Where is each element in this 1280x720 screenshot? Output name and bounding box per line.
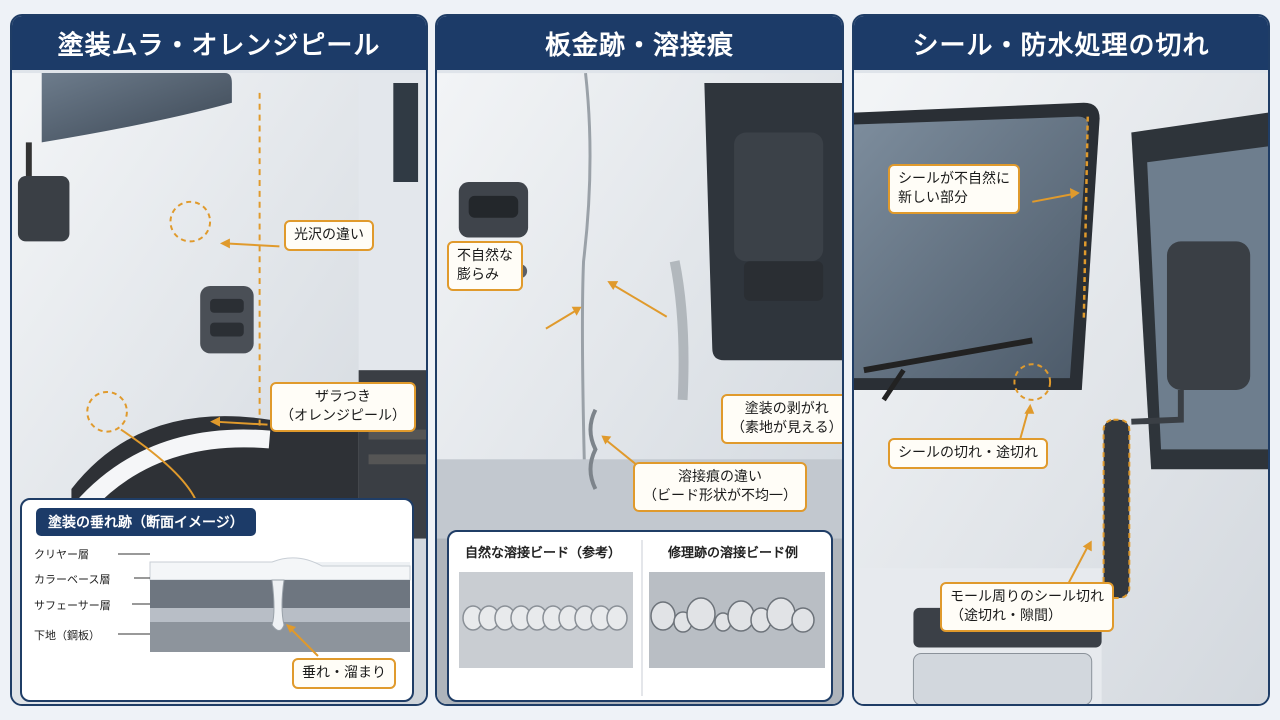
callout-unnatural-bulge: 不自然な 膨らみ (447, 241, 523, 291)
callout-weld-difference: 溶接痕の違い （ビード形状が不均一） (633, 462, 807, 512)
callout-gloss-difference: 光沢の違い (284, 220, 374, 251)
panel-paint-unevenness: 塗装ムラ・オレンジピール (10, 14, 428, 706)
callout-seal-cut: シールの切れ・途切れ (888, 438, 1048, 469)
cross-section-diagram (118, 553, 411, 657)
callout-new-seal: シールが不自然に 新しい部分 (888, 164, 1020, 214)
natural-weld-title: 自然な溶接ビード（参考） (464, 546, 621, 561)
panel-seal-waterproofing: シール・防水処理の切れ (852, 14, 1270, 706)
inset-weld-bead-comparison: 自然な溶接ビード（参考） 修理跡の溶接ビード例 (447, 530, 833, 702)
callout-orange-peel: ザラつき （オレンジピール） (270, 382, 416, 432)
layer-steel-base: 下地（鋼板） (34, 629, 100, 642)
layer-base-color: カラーベース層 (34, 573, 111, 586)
callout-molding-seal-gap: モール周りのシール切れ （途切れ・隙間） (940, 582, 1114, 632)
panel-title: 板金跡・溶接痕 (437, 16, 842, 70)
layer-clear-coat: クリヤー層 (34, 548, 89, 561)
callout-sag-pool: 垂れ・溜まり (292, 658, 396, 689)
callout-paint-peeling: 塗装の剥がれ （素地が見える） (721, 394, 842, 444)
natural-weld-bead (462, 605, 628, 631)
inset-paint-sag-cross-section: 塗装の垂れ跡（断面イメージ） クリヤー層 カラーベース層 サフェーサー層 下地（… (20, 498, 414, 702)
repair-weld-bead (650, 597, 815, 633)
layer-surfacer: サフェーサー層 (34, 599, 111, 612)
panel-title: シール・防水処理の切れ (854, 16, 1268, 70)
repair-weld-title: 修理跡の溶接ビード例 (667, 546, 798, 561)
weld-bead-images (459, 540, 825, 696)
panel-sheet-metal-weld: 板金跡・溶接痕 不自然な 膨らみ (435, 14, 844, 706)
inset-title: 塗装の垂れ跡（断面イメージ） (36, 508, 256, 536)
panel-title: 塗装ムラ・オレンジピール (12, 16, 426, 70)
